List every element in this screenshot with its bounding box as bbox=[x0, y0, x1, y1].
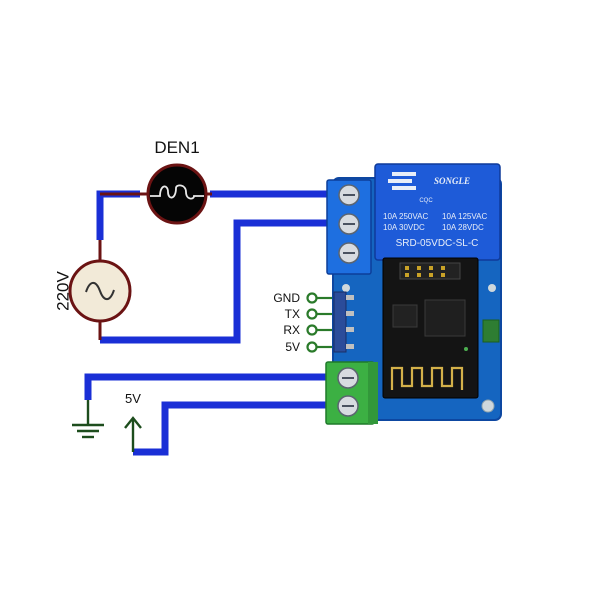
pin-tx bbox=[306, 308, 318, 320]
relay-rating-2a: 10A 30VDC bbox=[383, 223, 425, 232]
antenna-trace bbox=[390, 366, 464, 390]
pin-rx bbox=[306, 324, 318, 336]
pin-label-tx: TX bbox=[285, 307, 300, 321]
wire-source-to-relay bbox=[100, 219, 330, 344]
relay-brand: SONGLE bbox=[434, 176, 470, 186]
pin-5v bbox=[306, 341, 318, 353]
lamp-label: DEN1 bbox=[154, 138, 199, 157]
relay-module: SONGLE CQC 10A 250VAC 10A 125VAC 10A 30V… bbox=[325, 163, 502, 425]
power-terminal-block bbox=[325, 361, 378, 425]
wire-ground bbox=[84, 373, 330, 400]
jumper bbox=[482, 319, 500, 343]
relay-rating-1b: 10A 125VAC bbox=[442, 212, 487, 221]
ac-source-symbol: 220V bbox=[53, 240, 132, 340]
pin-label-gnd: GND bbox=[273, 291, 300, 305]
pin-header bbox=[333, 291, 354, 353]
wires bbox=[84, 190, 330, 456]
wire-5v bbox=[133, 401, 330, 456]
esp01-module bbox=[382, 257, 479, 399]
lamp-symbol: DEN1 bbox=[100, 138, 212, 225]
relay-cert: CQC bbox=[419, 198, 433, 204]
relay-rating-1a: 10A 250VAC bbox=[383, 212, 428, 221]
relay-rating-2b: 10A 28VDC bbox=[442, 223, 484, 232]
pin-gnd bbox=[306, 292, 318, 304]
pin-connectors bbox=[306, 292, 332, 353]
pin-label-rx: RX bbox=[283, 323, 300, 337]
relay-model: SRD-05VDC-SL-C bbox=[396, 238, 479, 249]
pin-label-5v: 5V bbox=[285, 340, 300, 354]
pin-labels: GND TX RX 5V bbox=[273, 291, 300, 354]
sine-icon bbox=[85, 281, 115, 301]
source-label: 220V bbox=[53, 270, 72, 310]
ground-icon bbox=[72, 400, 104, 439]
relay-component: SONGLE CQC 10A 250VAC 10A 125VAC 10A 30V… bbox=[374, 163, 501, 261]
power-label: 5V bbox=[125, 391, 141, 406]
relay-terminal-block bbox=[326, 179, 372, 275]
wire-source-to-lamp bbox=[96, 190, 140, 240]
power-arrow-icon bbox=[124, 416, 142, 452]
